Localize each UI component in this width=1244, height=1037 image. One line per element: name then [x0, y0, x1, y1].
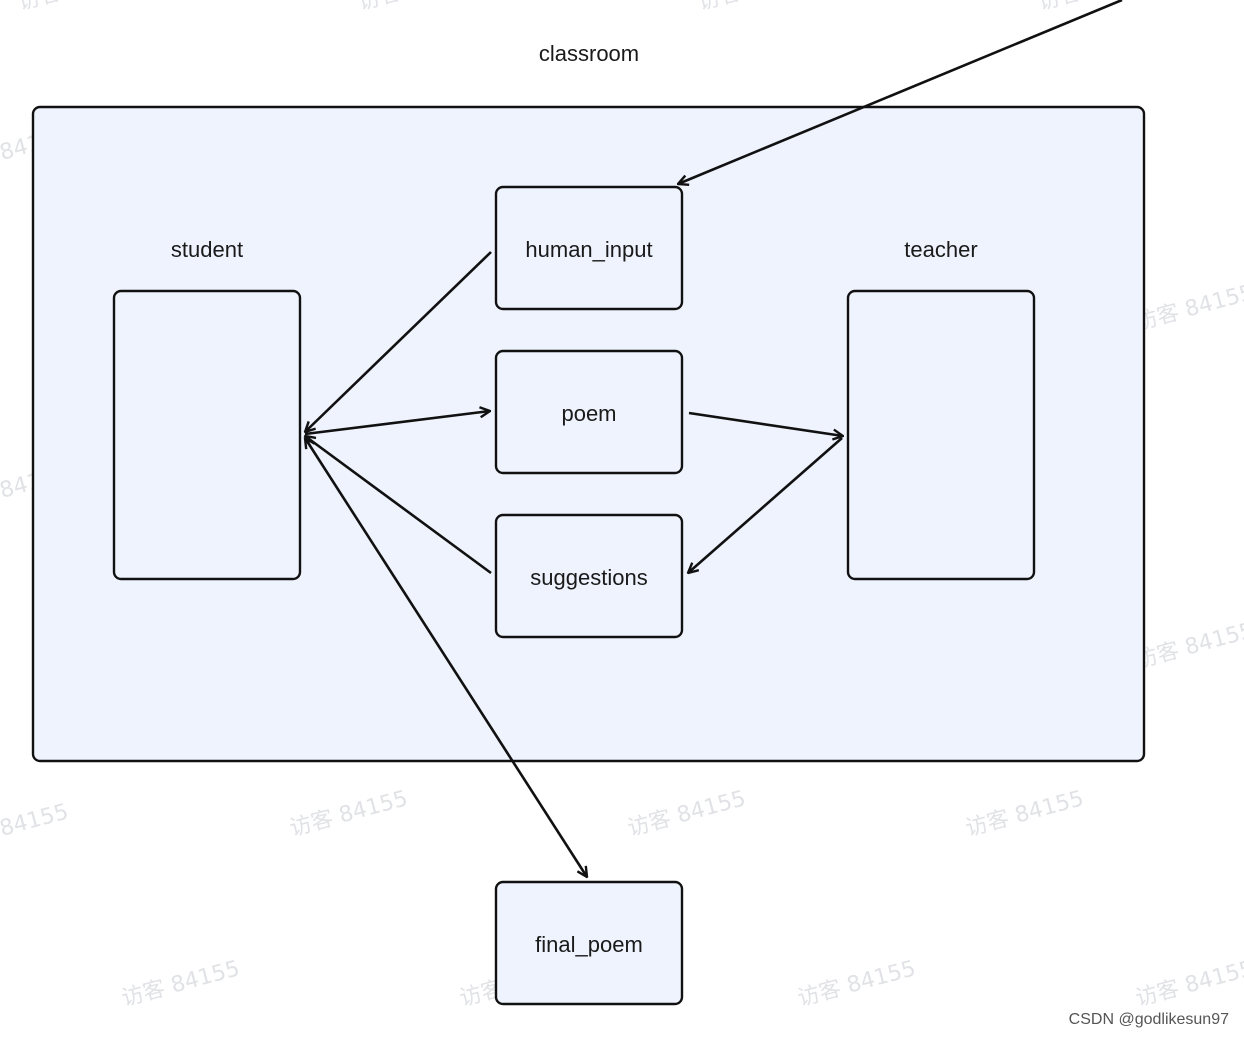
edge-teacher-to-suggestions — [688, 437, 843, 573]
poem-label: poem — [561, 401, 616, 426]
watermark-text: 访客 84155 — [1133, 280, 1244, 335]
watermark-text: 访客 84155 — [119, 956, 242, 1011]
watermark-text: 访客 84155 — [1133, 956, 1244, 1011]
watermark-text: 访客 84155 — [963, 786, 1086, 841]
suggestions-label: suggestions — [530, 565, 647, 590]
edge-poem-to-teacher — [688, 411, 843, 436]
watermark-text: 访客 84155 — [795, 956, 918, 1011]
watermark-text: 访客 84155 — [355, 0, 478, 16]
final-poem-label: final_poem — [535, 932, 643, 957]
human-input-node[interactable] — [494, 185, 684, 311]
edge-student-to-poem — [304, 411, 490, 436]
teacher-node[interactable] — [846, 289, 1036, 581]
watermark-text: 84155 — [0, 800, 71, 842]
watermark-text: 访客 84155 — [15, 0, 138, 16]
watermark-text: 访客 84155 — [1035, 0, 1158, 16]
student-label: student — [171, 237, 243, 262]
csdn-credit: CSDN @godlikesun97 — [1069, 1011, 1229, 1028]
edge-external-to-human-input — [678, 0, 1123, 184]
watermark-text: 访客 84155 — [625, 786, 748, 841]
teacher-label: teacher — [904, 237, 977, 262]
edge-human-input-to-student — [305, 251, 492, 432]
human-input-label: human_input — [525, 237, 652, 262]
classroom-label: classroom — [539, 41, 639, 66]
watermark-text: 访客 84155 — [695, 0, 818, 16]
edge-student-final-poem — [305, 438, 587, 877]
watermark-text: 访客 84155 — [1133, 618, 1244, 673]
student-node[interactable] — [112, 289, 302, 581]
final-poem-node[interactable] — [494, 880, 684, 1006]
watermark-text: 访客 84155 — [287, 786, 410, 841]
